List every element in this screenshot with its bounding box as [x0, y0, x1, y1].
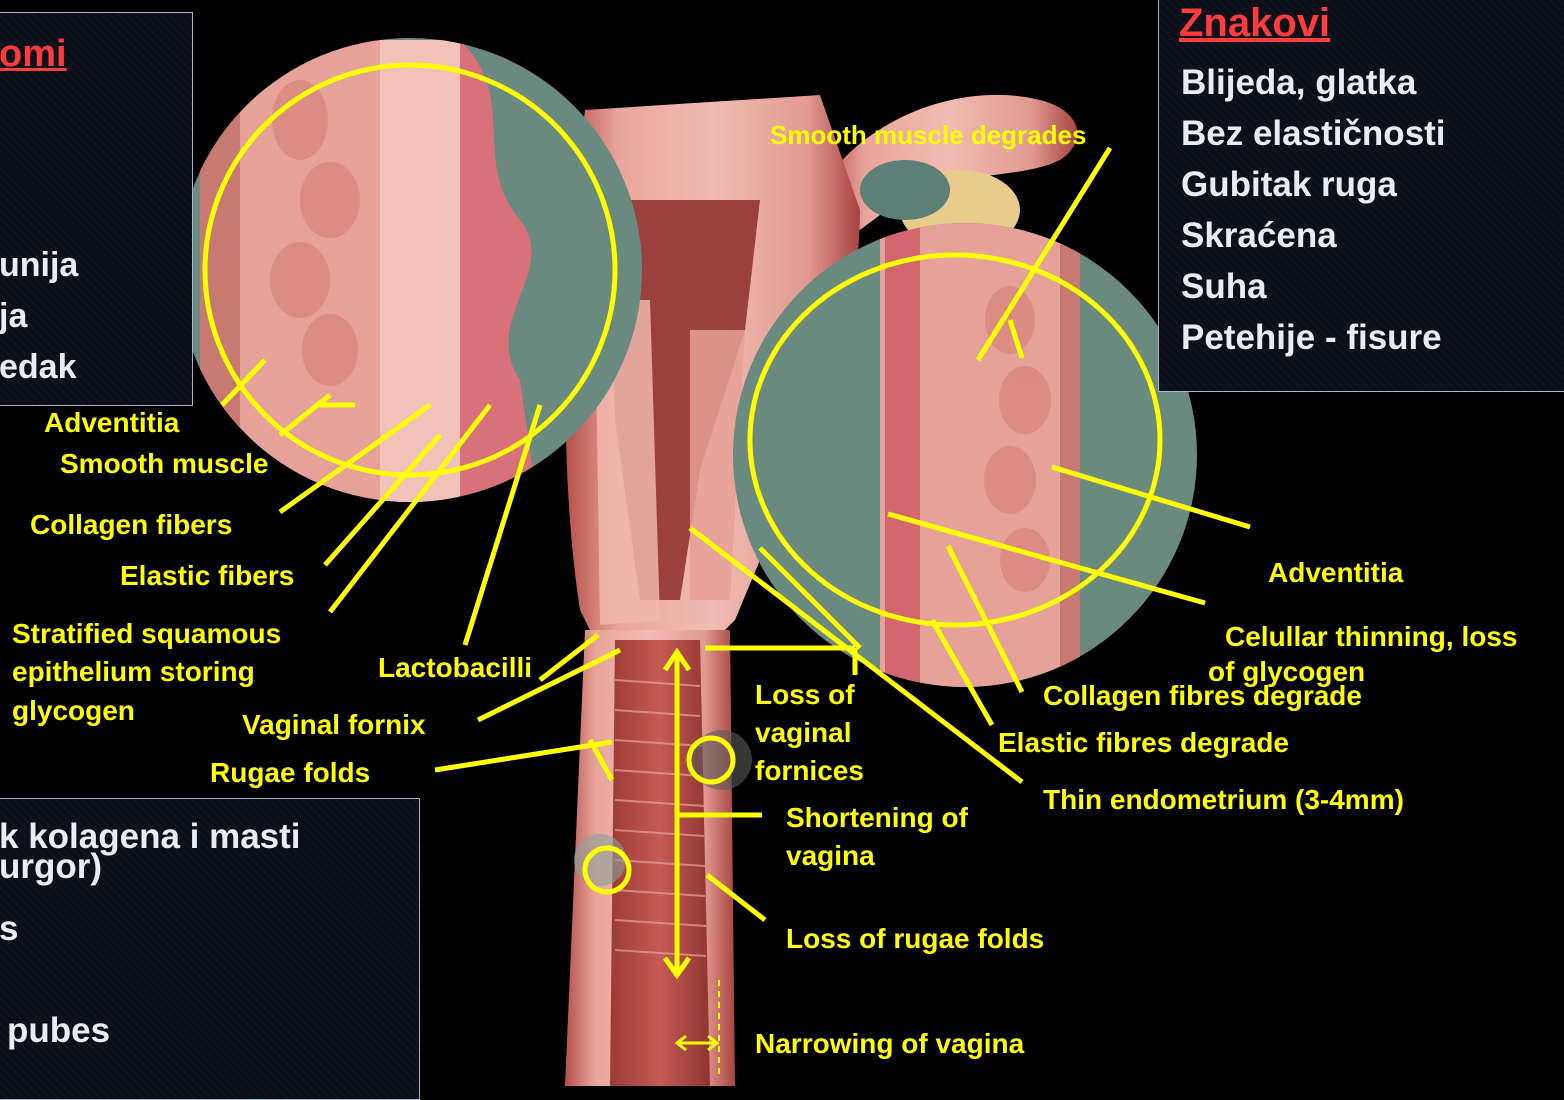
label-smooth-muscle-degrades: Smooth muscle degrades	[770, 116, 1086, 155]
causes-line-2: urgor)	[0, 847, 102, 887]
signs-line-1: Blijeda, glatka	[1181, 63, 1416, 103]
causes-line-3: s	[0, 909, 18, 949]
label-collagen-degrade: Collagen fibres degrade	[1043, 676, 1362, 715]
symptoms-line-2: ja	[0, 297, 27, 336]
label-smooth-muscle: Smooth muscle	[60, 444, 268, 483]
signs-box: Znakovi Blijeda, glatka Bez elastičnosti…	[1158, 0, 1564, 392]
label-loss-rugae: Loss of rugae folds	[786, 919, 1044, 958]
label-shortening-2: vagina	[786, 836, 875, 875]
signs-line-3: Gubitak ruga	[1181, 165, 1397, 205]
label-thin-endometrium: Thin endometrium (3-4mm)	[1043, 780, 1404, 819]
label-stratified-1: Stratified squamous	[12, 614, 281, 653]
signs-line-2: Bez elastičnosti	[1181, 114, 1446, 154]
symptoms-line-1: unija	[0, 246, 78, 285]
causes-box: k kolagena i masti urgor) s pubes	[0, 798, 420, 1100]
label-elastic-fibers: Elastic fibers	[120, 556, 294, 595]
symptoms-line-3: edak	[0, 348, 77, 387]
label-cellular-thinning-1: Celullar thinning, loss	[1225, 617, 1517, 656]
label-narrowing: Narrowing of vagina	[755, 1024, 1024, 1063]
signs-line-4: Skraćena	[1181, 216, 1337, 256]
label-shortening-1: Shortening of	[786, 798, 968, 837]
label-adventitia-left: Adventitia	[44, 403, 179, 442]
small-magnifier-left	[574, 834, 626, 886]
label-loss-fornices-2: vaginal	[755, 713, 851, 752]
label-lactobacilli: Lactobacilli	[378, 648, 532, 687]
signs-line-5: Suha	[1181, 267, 1267, 307]
label-stratified-3: glycogen	[12, 691, 135, 730]
label-collagen-fibers: Collagen fibers	[30, 505, 232, 544]
label-rugae-folds: Rugae folds	[210, 753, 370, 792]
label-loss-fornices-3: fornices	[755, 751, 864, 790]
causes-line-4: pubes	[7, 1011, 110, 1051]
label-loss-fornices-1: Loss of	[755, 675, 855, 714]
label-elastic-degrade: Elastic fibres degrade	[998, 723, 1289, 762]
label-vaginal-fornix: Vaginal fornix	[242, 705, 426, 744]
symptoms-box: omi unija ja edak	[0, 12, 193, 406]
signs-line-6: Petehije - fisure	[1181, 318, 1442, 358]
label-adventitia-right: Adventitia	[1268, 553, 1403, 592]
ovary-shadow	[860, 160, 950, 220]
symptoms-heading: omi	[0, 33, 67, 76]
signs-heading: Znakovi	[1179, 1, 1330, 46]
right-magnified-section	[733, 220, 1197, 700]
label-stratified-2: epithelium storing	[12, 652, 255, 691]
